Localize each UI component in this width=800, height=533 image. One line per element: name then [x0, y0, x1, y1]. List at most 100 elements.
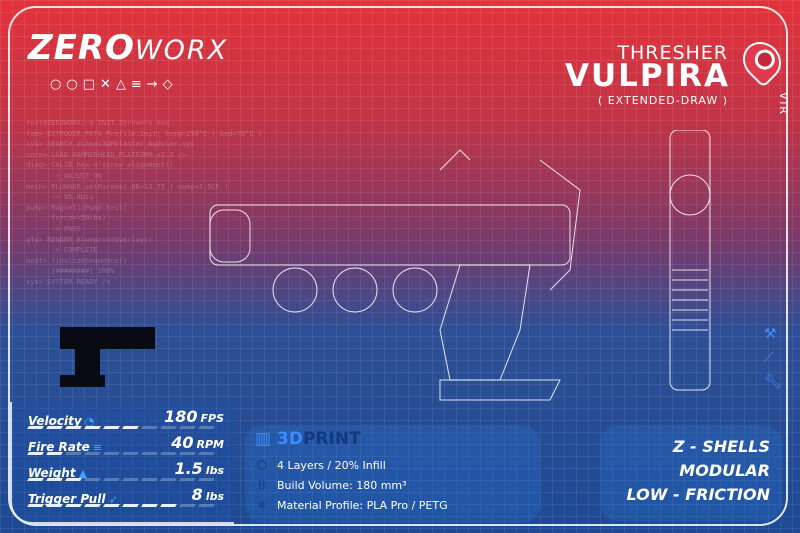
wrench-icon: 🔧︎ [764, 374, 782, 390]
stat-bar-segment [141, 504, 158, 507]
stat-bar-segment [103, 452, 120, 455]
printer-icon: ▥ [255, 429, 272, 449]
brand-logo: ZEROWORX [28, 28, 229, 68]
terminal-line: sys> SEARCH.zcases3DPblaster_modular.sys [26, 140, 195, 149]
terminal-line: fab> EXTRUDER.PETG_Profile.init( temp=25… [26, 129, 263, 138]
terminal-line: [########] 100% [26, 267, 115, 276]
stat-bar-segment [84, 452, 101, 455]
stat-bar-segment [198, 452, 215, 455]
hammer-icon: ⚒ [764, 326, 777, 342]
stat-bar-segment [27, 478, 44, 481]
trigger-icon: ➶ [108, 493, 118, 506]
feature-item: Z - SHELLS [672, 437, 770, 456]
feature-item: MODULAR [679, 461, 770, 480]
stat-bar-segment [141, 478, 158, 481]
stat-bar-segment [160, 504, 177, 507]
stat-bar-segment [122, 426, 139, 429]
stat-bar-segment [141, 452, 158, 455]
print-item: ⁞⁞Build Volume: 180 mm³ [255, 478, 406, 492]
stat-label: Velocity [28, 414, 82, 428]
stat-bar-segment [103, 426, 120, 429]
stat-bar-segment [46, 478, 63, 481]
stat-bar-segment [103, 478, 120, 481]
variant-name: ( EXTENDED-DRAW ) [597, 94, 728, 107]
blaster-silhouette [60, 327, 155, 387]
stat-bar [27, 504, 215, 507]
stat-bar-segment [84, 478, 101, 481]
stat-bar-segment [198, 478, 215, 481]
feature-item: LOW - FRICTION [626, 485, 770, 504]
stat-bar-segment [46, 504, 63, 507]
screwdriver-icon: ⟋ [764, 350, 774, 366]
print-panel: ▥ 3DPRINT ⬡4 Layers / 20% Infill ⁞⁞Build… [245, 425, 540, 523]
stat-bar-segment [160, 478, 177, 481]
stat-bar-segment [179, 504, 196, 507]
blaster-barrel [209, 204, 571, 266]
dot-grid-icon: ⁞⁞ [258, 478, 266, 492]
features-panel: Z - SHELLS MODULAR LOW - FRICTION [600, 425, 782, 521]
stat-bar [27, 426, 215, 429]
card-frame [8, 6, 788, 526]
stat-bar-segment [198, 426, 215, 429]
terminal-line: diag> CALIB.hex-o-screw_alignment() [26, 161, 174, 170]
stat-bar-segment [141, 426, 158, 429]
cube-icon: ⬡ [256, 458, 268, 472]
print-title: ▥ 3DPRINT [255, 429, 361, 449]
stat-bar-segment [65, 504, 82, 507]
stat-bar-segment [65, 426, 82, 429]
stat-bar-segment [27, 452, 44, 455]
terminal-line: mech> PLUNGER.setParams( OD=13.75 | comp… [26, 182, 229, 191]
stat-bar-segment [103, 504, 120, 507]
atom-icon: ⚛ [256, 498, 268, 512]
terminal-line: sys> SYSTEM READY /> [26, 277, 111, 286]
stat-bar-segment [160, 452, 177, 455]
terminal-line: root@ZEROWORX:~$ INIT Zeroworx.exe [26, 119, 170, 127]
model-name: VULPIRA [564, 58, 730, 94]
terminal-line: core> LOAD HAMMERHEAD_PLATFORM v2.3 /> [26, 150, 187, 159]
tools-icons: ⚒ ⟋ 🔧︎ [764, 322, 782, 394]
brand-glyphs: ○○□✕△≡→◇ [50, 77, 178, 92]
stat-bar-segment [27, 426, 44, 429]
stat-bar-segment [46, 452, 63, 455]
terminal-line: -> ADJUST_OK [26, 171, 102, 180]
stat-bar-segment [198, 504, 215, 507]
print-item: ⬡4 Layers / 20% Infill [256, 458, 386, 472]
stat-bar-segment [84, 426, 101, 429]
terminal-line: -> PASS [26, 224, 81, 233]
blaster-blueprint [209, 130, 711, 401]
stat-label: Weight [28, 466, 76, 480]
series-name: THRESHER [617, 42, 728, 64]
speed-lines-icon: ≡ [92, 441, 102, 454]
terminal-log: root@ZEROWORX:~$ INIT Zeroworx.exe fab> E… [26, 118, 262, 288]
side-tag: VTR [777, 92, 790, 114]
terminal-line: force=<50lbs) [26, 214, 107, 223]
stat-label: Trigger Pull [28, 492, 106, 506]
terminal-line: -> 95.8psi [26, 193, 94, 202]
blaster-grip [439, 264, 531, 381]
terminal-line: pump> MagneticPump.test( [26, 203, 128, 212]
stat-bar-segment [65, 452, 82, 455]
stat-bar-segment [122, 504, 139, 507]
terminal-line: -> COMPLETE [26, 246, 98, 255]
stat-bar-segment [46, 426, 63, 429]
stat-bar-segment [122, 452, 139, 455]
stat-bar-segment [179, 452, 196, 455]
stat-label: Fire Rate [28, 440, 90, 454]
stat-bar-segment [122, 478, 139, 481]
blaster-side-view [669, 130, 711, 391]
terminal-line: gfx> RENDER BlueprintOverlay() [26, 235, 153, 244]
stat-bar [27, 478, 215, 481]
stat-bar-segment [160, 426, 177, 429]
stat-bar-segment [27, 504, 44, 507]
terminal-line: boot> finalizeSequence() [26, 256, 128, 265]
